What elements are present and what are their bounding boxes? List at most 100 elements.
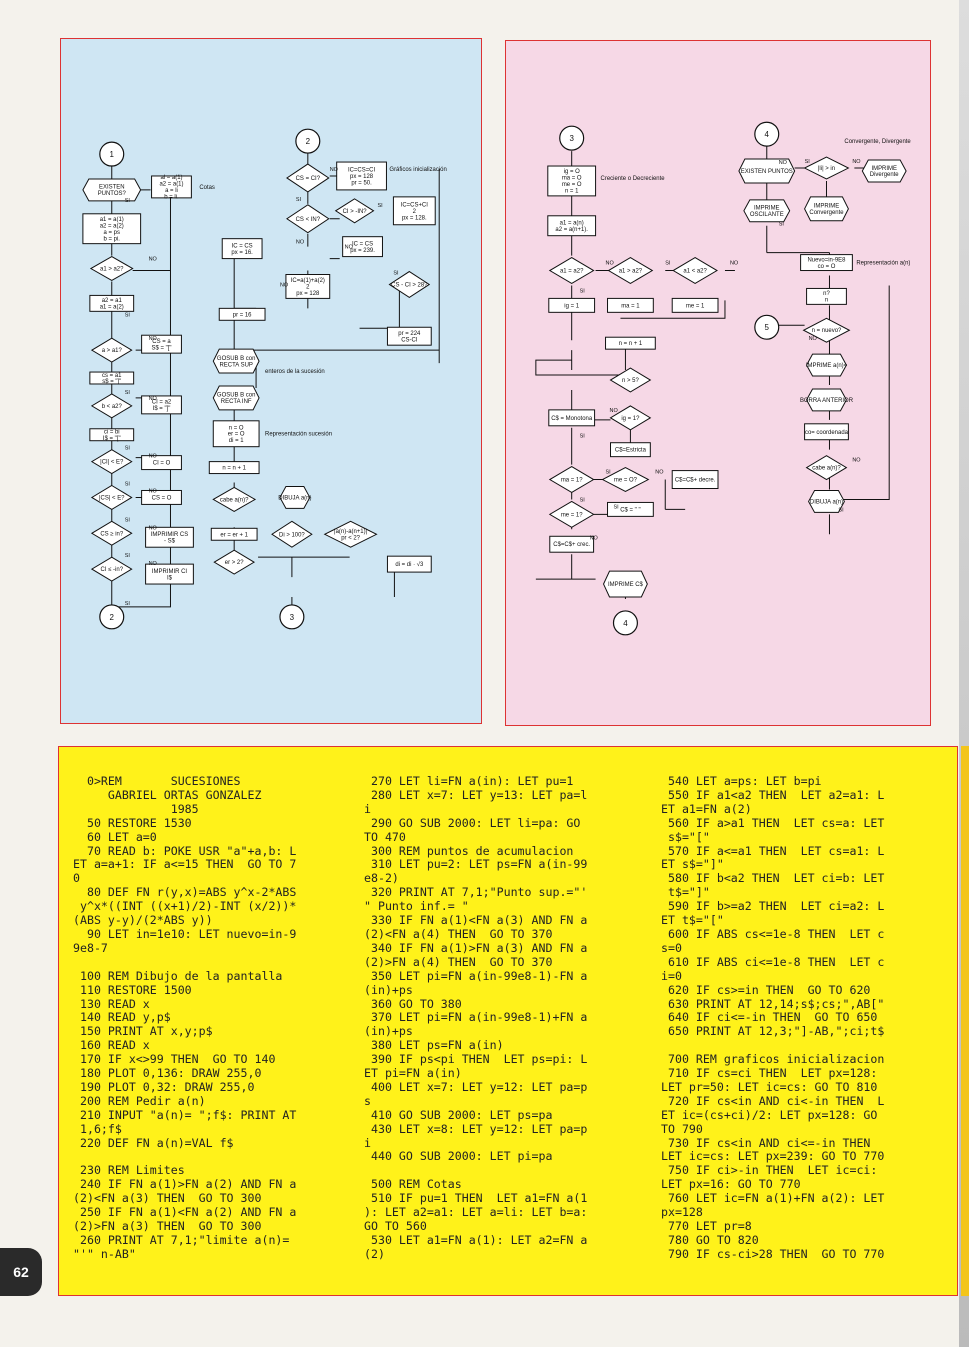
connector-label: 4 (623, 619, 628, 628)
branch-label: SI (125, 390, 131, 396)
code-line: 260 PRINT AT 7,1;"limite a(n)= (73, 1232, 290, 1247)
code-line: t$="]" (661, 885, 710, 900)
flow-node-text: al = a(1) (160, 175, 182, 181)
code-line: 650 PRINT AT 12,3;"]-AB,";ci;t$ (661, 1024, 885, 1039)
flow-node-text: I$ = "[" (103, 436, 121, 442)
branch-label: SI (296, 197, 302, 203)
branch-label: SI (125, 482, 131, 488)
flow-node-shape (547, 215, 597, 237)
code-line: 540 LET a=ps: LET b=pi (661, 774, 822, 788)
code-line: 240 IF FN a(1)>FN a(2) AND FN a (73, 1177, 297, 1192)
connector-label: 5 (765, 323, 770, 332)
flow-node-shape (386, 555, 432, 573)
code-line: 700 REM graficos inicializacion (661, 1052, 885, 1067)
flow-node-text: IMPRIME a(n)= (806, 363, 848, 369)
flow-node-shape (738, 158, 796, 184)
code-line: 1985 (73, 801, 199, 816)
flow-node-text: CI ≤ -in? (101, 567, 124, 573)
code-line: ET t$="[" (661, 913, 724, 928)
listing-column-1: 0>REM SUCESIONES GABRIEL ORTAS GONZALEZ … (73, 774, 297, 1262)
flow-node-text: px = 16. (231, 250, 253, 256)
code-line: 0>REM SUCESIONES (73, 774, 241, 788)
branch-label: SI (580, 288, 586, 294)
flow-node-text: cabe a(n)? (812, 466, 841, 472)
flow-node-text: PUNTOS? (98, 191, 127, 197)
connector-circle (99, 141, 125, 167)
branch-label: SI (125, 312, 131, 318)
code-line: 730 IF cs<in AND ci<=-in THEN (661, 1135, 871, 1150)
flow-node-shape (89, 256, 134, 282)
flow-node-text: |a(n)-a(n+1)| (334, 529, 368, 535)
flow-node-shape (221, 238, 263, 260)
code-line: (2)<FN a(4) THEN GO TO 370 (364, 926, 553, 941)
branch-label: NO (852, 458, 860, 464)
flow-node-text: a1 = a(2) (100, 305, 124, 311)
flow-node-text: s$ = "]" (102, 379, 121, 385)
flow-node-text: C$=C$+ crec. (553, 542, 590, 548)
flow-node-shape (805, 455, 848, 481)
flow-node-text: cs = a1 (102, 373, 122, 379)
flow-node-text: a1 < a2? (683, 269, 707, 275)
flow-node-text: IMPRIME C$ (608, 582, 644, 588)
connector-label: 1 (110, 150, 115, 159)
flow-node-text: n? (823, 291, 830, 297)
flow-node-text: n = O (229, 425, 244, 431)
branch-label: NO (610, 408, 618, 414)
flow-node-text: cabe a(n)? (220, 497, 249, 503)
flow-node-shape (89, 371, 135, 385)
page-number: 62 (0, 1248, 42, 1296)
flow-node-text: Nuevo=in-9E8 (807, 257, 846, 263)
flow-node-shape (602, 570, 648, 598)
flow-node-shape (671, 470, 719, 489)
branch-label: NO (809, 336, 817, 342)
code-line: ET s$="]" (661, 857, 724, 872)
flow-node-text: RECTA SUP (219, 362, 252, 368)
flow-node-shape (90, 520, 133, 546)
code-line: 710 IF cs=ci THEN LET px=128: (661, 1066, 878, 1081)
code-line: i (364, 1135, 371, 1150)
code-line: 560 IF a>a1 THEN LET cs=a: LET (661, 815, 885, 830)
code-line: y^x*((INT ((x+1)/2)-INT (x/2))* (73, 899, 297, 914)
code-line: i=0 (661, 968, 682, 983)
code-line: 330 IF FN a(1)<FN a(3) AND FN a (364, 913, 588, 928)
code-line: 140 READ y,p$ (73, 1010, 171, 1025)
flow-node-shape (336, 161, 387, 191)
flow-node-text: ig = O (564, 169, 580, 175)
code-line: 90 LET in=1e10: LET nuevo=in-9 (73, 926, 297, 941)
branch-label: NO (149, 561, 157, 567)
code-line: 750 IF ci>-in THEN LET ic=ci: (661, 1163, 878, 1178)
flow-node-text: pr = 16 (233, 312, 252, 318)
flow-node-text: ma = O (562, 176, 582, 182)
code-line: (2)>FN a(4) THEN GO TO 370 (364, 954, 553, 969)
code-line: 350 LET pi=FN a(in-99e8-1)-FN a (364, 968, 588, 983)
connector-label: 4 (765, 130, 770, 139)
code-line: 270 LET li=FN a(in): LET pu=1 (364, 774, 574, 788)
flow-node-text: EXISTEN PUNTOS (741, 169, 793, 175)
branch-label: SI (805, 159, 811, 165)
flow-node-text: S$ = "[" (152, 345, 172, 351)
flow-node-text: n = n + 1 (619, 341, 643, 347)
code-line: 200 REM Pedir a(n) (73, 1093, 206, 1108)
flow-node-shape (388, 270, 431, 298)
code-line: LET px=16: GO TO 770 (661, 1177, 801, 1192)
flow-node-text: GOSUB B con (217, 356, 255, 362)
flow-node-shape (212, 385, 260, 411)
flow-node-text: C$=Estricta (615, 448, 647, 454)
flow-node-text: CS - CI > 28? (391, 282, 428, 288)
flow-node-text: IC=CS=CI (348, 167, 376, 173)
branch-label: SI (125, 601, 131, 607)
code-line: ET ic=(cs+ci)/2: LET px=128: GO (661, 1107, 878, 1122)
flow-node-text: CS = O (152, 495, 172, 501)
branch-label: NO (330, 167, 338, 173)
flow-node-text: me = O (562, 182, 582, 188)
code-line: 320 PRINT AT 7,1;"Punto sup.="' (364, 885, 588, 900)
flow-node-text: a2 = a(n+1). (555, 227, 588, 233)
flow-node-text: ma = 1 (621, 303, 640, 309)
code-line: 110 RESTORE 1500 (73, 982, 192, 997)
flow-node-shape (806, 287, 847, 305)
flow-node-shape (548, 297, 596, 313)
flow-node-text: n = 1 (565, 189, 579, 195)
branch-label: SI (377, 203, 383, 209)
code-line: 300 REM puntos de acumulacion (364, 843, 574, 858)
